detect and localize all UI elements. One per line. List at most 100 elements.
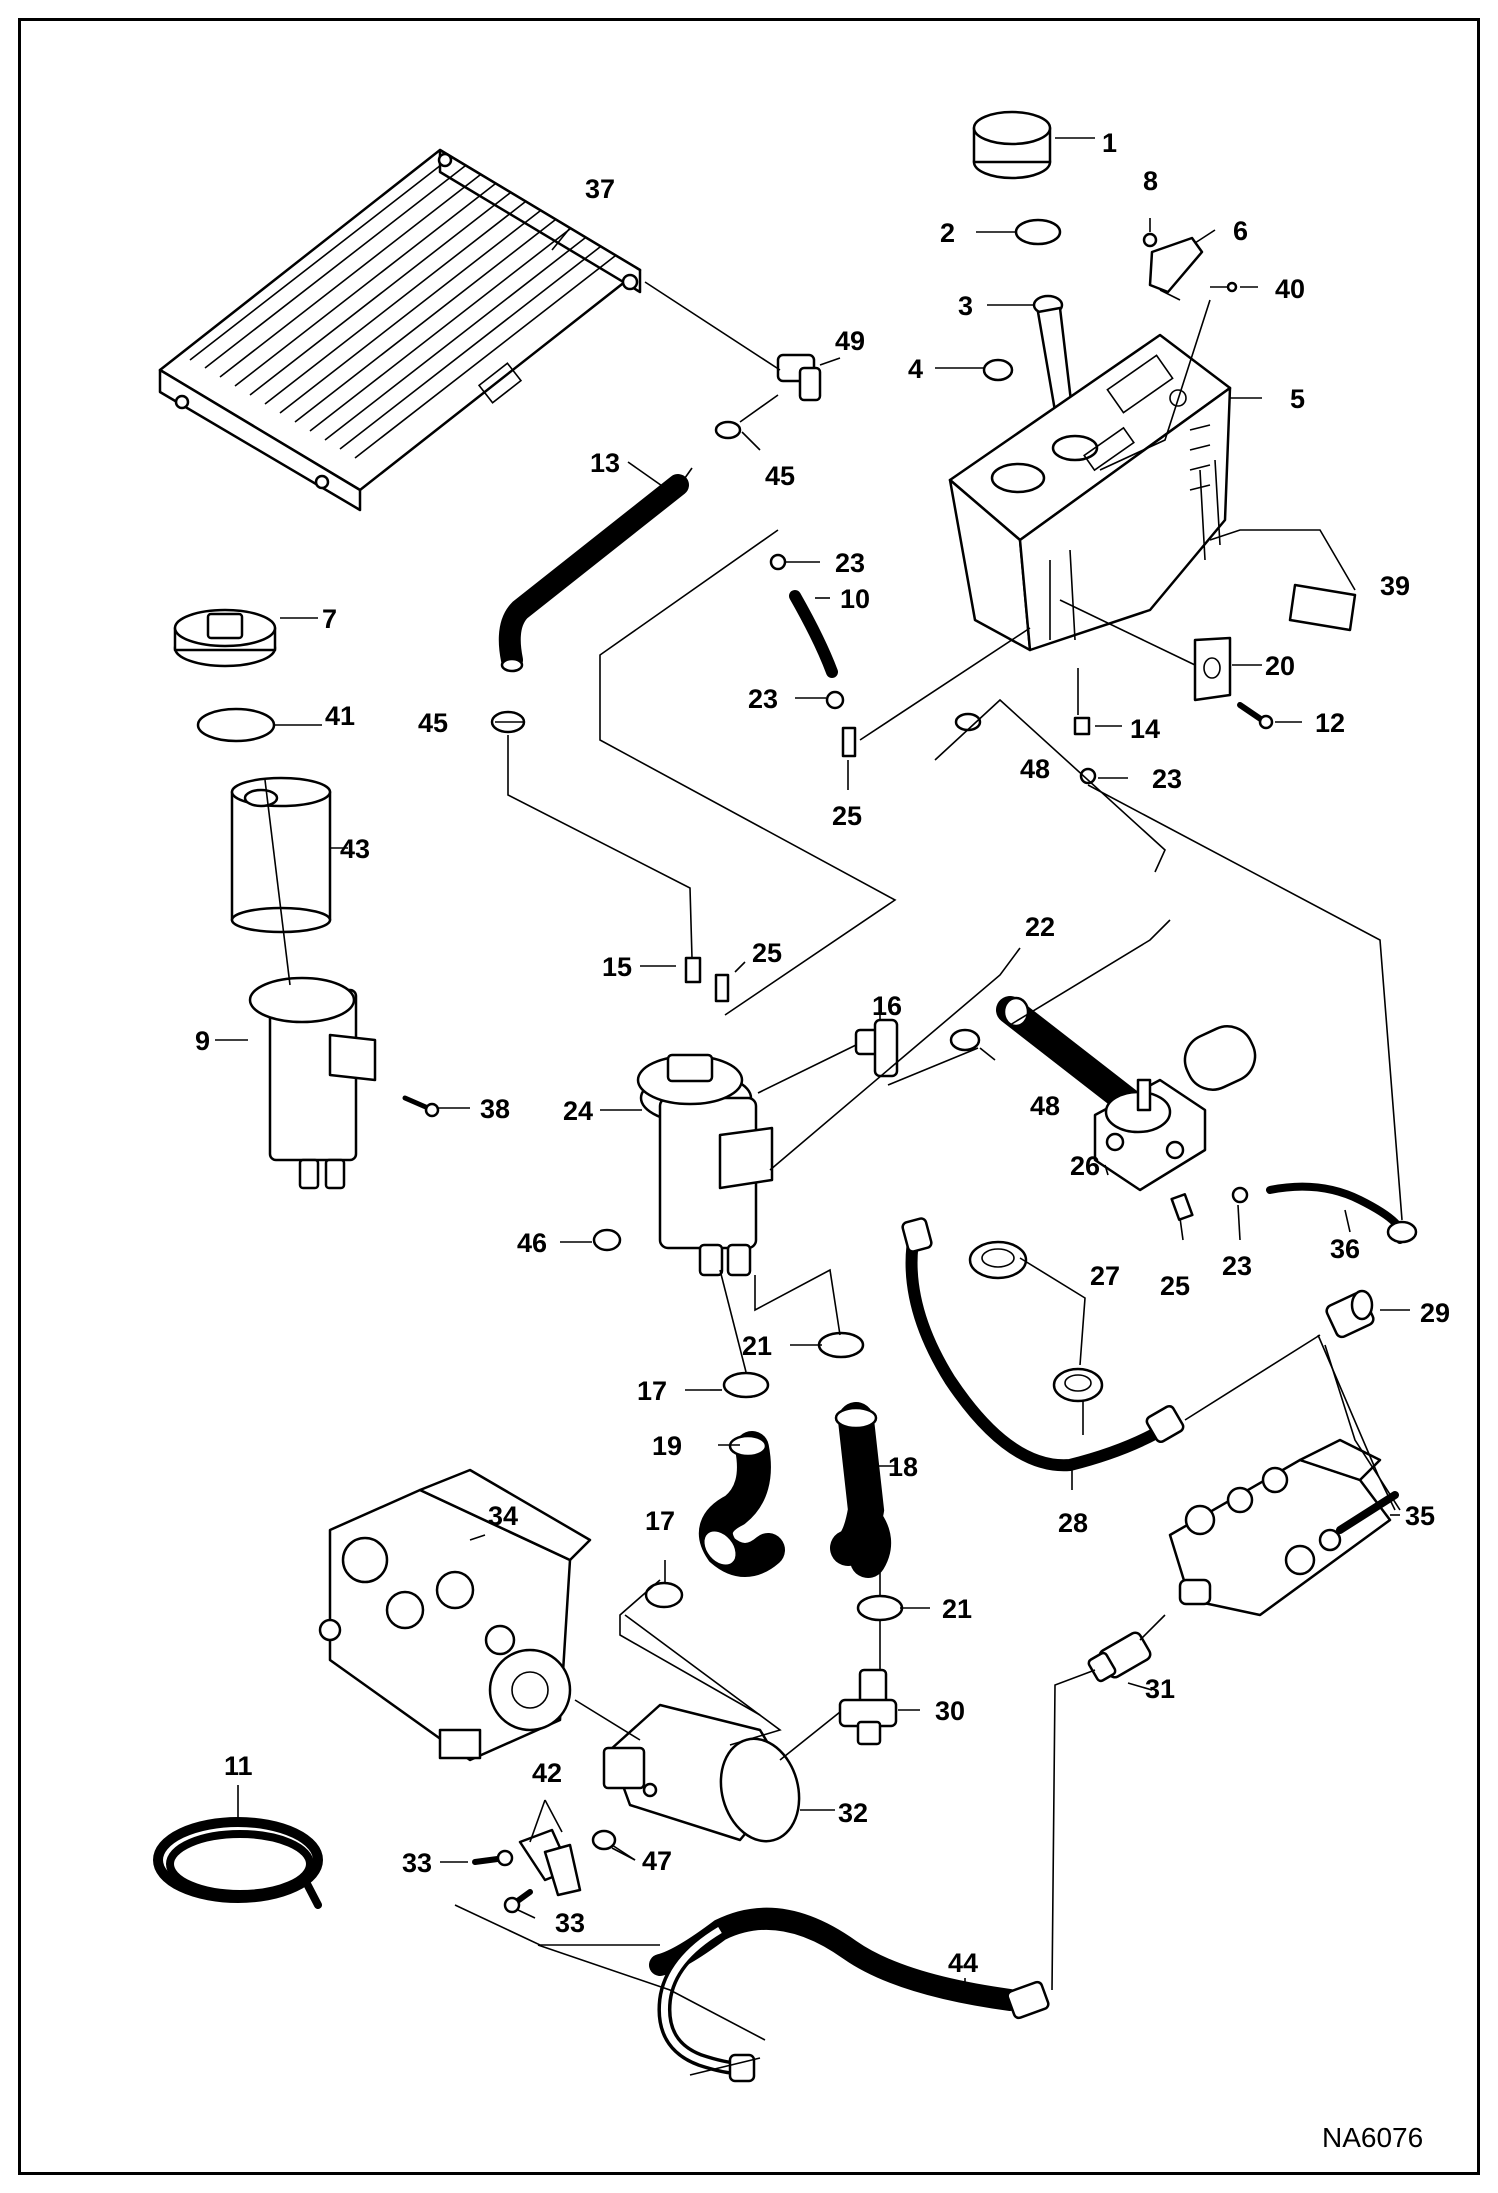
callout-36: 36 bbox=[1330, 1234, 1360, 1264]
hose-clamp-part bbox=[825, 690, 845, 710]
gear-pump-part bbox=[602, 1703, 801, 1843]
callout-4: 4 bbox=[908, 354, 923, 384]
callout-23b: 23 bbox=[748, 684, 778, 714]
oil-cooler-part bbox=[158, 148, 642, 512]
callout-39: 39 bbox=[1380, 571, 1410, 601]
hose-clamp-part bbox=[1231, 1186, 1249, 1204]
drain-hose-part bbox=[1266, 1182, 1406, 1244]
callout-25c: 25 bbox=[1160, 1271, 1190, 1301]
grommet-part bbox=[1052, 1367, 1104, 1403]
callout-44: 44 bbox=[948, 1948, 978, 1978]
callout-42: 42 bbox=[532, 1758, 562, 1788]
callout-49: 49 bbox=[835, 326, 865, 356]
breather-cap-part bbox=[972, 110, 1052, 180]
callout-14: 14 bbox=[1130, 714, 1160, 744]
o-ring-part bbox=[591, 1829, 617, 1851]
hose-clamp-part bbox=[817, 1331, 865, 1359]
callout-9: 9 bbox=[195, 1026, 210, 1056]
plug-part bbox=[592, 1228, 622, 1252]
figure-reference: NA6076 bbox=[1322, 2122, 1423, 2153]
hose-clamp-part bbox=[714, 420, 742, 440]
callout-23a: 23 bbox=[835, 548, 865, 578]
filter-housing-part bbox=[248, 976, 377, 1190]
callout-26: 26 bbox=[1070, 1151, 1100, 1181]
callout-23d: 23 bbox=[1222, 1251, 1252, 1281]
callout-45a: 45 bbox=[765, 461, 795, 491]
center-filter-part bbox=[636, 1053, 774, 1277]
clamp-bracket-part bbox=[518, 1828, 582, 1897]
filter-element-part bbox=[230, 776, 332, 934]
pilot-valve-part bbox=[1093, 1025, 1257, 1192]
decal-part bbox=[1288, 583, 1357, 632]
grommet-part bbox=[968, 1240, 1028, 1280]
control-valve-part bbox=[1168, 1438, 1399, 1617]
bracket-part bbox=[1148, 236, 1204, 294]
callout-30: 30 bbox=[935, 1696, 965, 1726]
hose-clamp-part bbox=[769, 553, 787, 571]
gasket-part bbox=[1014, 218, 1062, 246]
callout-23c: 23 bbox=[1152, 764, 1182, 794]
callout-29: 29 bbox=[1420, 1298, 1450, 1328]
suction-hose-part bbox=[698, 1431, 785, 1577]
callout-46: 46 bbox=[517, 1228, 547, 1258]
bolt-part bbox=[402, 1095, 431, 1111]
callout-37: 37 bbox=[585, 174, 615, 204]
breather-hose-part bbox=[789, 590, 838, 678]
hydrostatic-pump-part bbox=[318, 1468, 592, 1762]
elbow-fitting-part bbox=[776, 353, 822, 402]
callout-15: 15 bbox=[602, 952, 632, 982]
hose-clamp-part bbox=[1079, 767, 1097, 785]
callout-1: 1 bbox=[1102, 128, 1117, 158]
callout-7: 7 bbox=[322, 604, 337, 634]
leader-lines bbox=[215, 137, 1410, 2076]
plug-part bbox=[982, 358, 1014, 382]
callout-35: 35 bbox=[1405, 1501, 1435, 1531]
tee-fitting-part bbox=[838, 1668, 898, 1746]
callout-22: 22 bbox=[1025, 912, 1055, 942]
fitting-part bbox=[1073, 716, 1091, 736]
callout-48a: 48 bbox=[1020, 754, 1050, 784]
hose-coil-part bbox=[153, 1817, 323, 1909]
callout-33b: 33 bbox=[555, 1908, 585, 1938]
tank-bracket-part bbox=[1193, 636, 1232, 702]
filter-cap-part bbox=[173, 608, 277, 668]
callout-21b: 21 bbox=[942, 1594, 972, 1624]
pressure-hose-part bbox=[905, 1224, 1176, 1472]
callout-17a: 17 bbox=[637, 1376, 667, 1406]
suction-hose-part bbox=[830, 1402, 892, 1578]
callout-41: 41 bbox=[325, 701, 355, 731]
callout-6: 6 bbox=[1233, 216, 1248, 246]
callout-19: 19 bbox=[652, 1431, 682, 1461]
callout-17b: 17 bbox=[645, 1506, 675, 1536]
callout-31: 31 bbox=[1145, 1674, 1175, 1704]
fitting-part bbox=[684, 956, 702, 984]
callout-32: 32 bbox=[838, 1798, 868, 1828]
fitting-part bbox=[714, 973, 730, 1003]
hose-clamp-part bbox=[856, 1594, 904, 1622]
callout-21a: 21 bbox=[742, 1331, 772, 1361]
callout-16: 16 bbox=[872, 991, 902, 1021]
callout-34: 34 bbox=[488, 1501, 518, 1531]
o-ring-part bbox=[196, 707, 276, 743]
callout-2: 2 bbox=[940, 218, 955, 248]
callout-38: 38 bbox=[480, 1094, 510, 1124]
nut-part bbox=[1142, 232, 1158, 248]
elbow-fitting-part bbox=[854, 1018, 899, 1078]
adapter-fitting-part bbox=[1325, 1289, 1375, 1339]
adapter-fitting-part bbox=[1087, 1631, 1152, 1683]
callout-25b: 25 bbox=[752, 938, 782, 968]
callout-11: 11 bbox=[224, 1751, 253, 1781]
callout-labels: 1 2 3 4 5 6 7 8 9 10 11 12 13 14 15 16 1… bbox=[195, 128, 1450, 2153]
callout-28: 28 bbox=[1058, 1508, 1088, 1538]
callout-47: 47 bbox=[642, 1846, 672, 1876]
callout-12: 12 bbox=[1315, 708, 1345, 738]
callout-18: 18 bbox=[888, 1452, 918, 1482]
hose-clamp-part bbox=[644, 1581, 684, 1609]
callout-3: 3 bbox=[958, 291, 973, 321]
callout-20: 20 bbox=[1265, 651, 1295, 681]
callout-43: 43 bbox=[340, 834, 370, 864]
callout-25a: 25 bbox=[832, 801, 862, 831]
hose-clamp-part bbox=[949, 1028, 981, 1052]
callout-27: 27 bbox=[1090, 1261, 1120, 1291]
